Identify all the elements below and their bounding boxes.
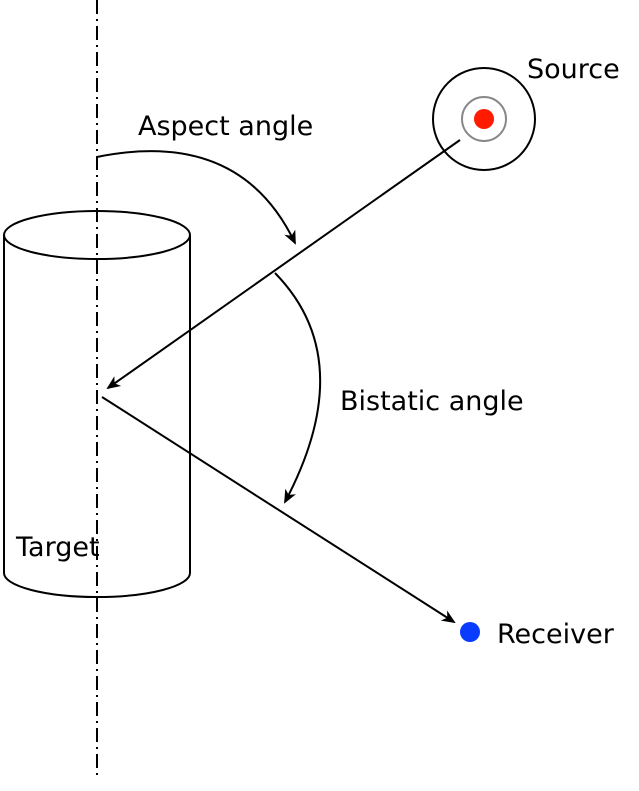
target-label: Target xyxy=(15,532,100,563)
source-dot xyxy=(474,109,494,129)
bistatic-angle-arc xyxy=(274,272,322,504)
target-cylinder xyxy=(3,210,191,598)
source-inner-ring xyxy=(461,96,507,142)
cylinder-bottom xyxy=(3,572,191,598)
aspect-angle-arc xyxy=(96,150,296,245)
source-outer-ring xyxy=(432,67,536,171)
scattered-ray xyxy=(101,396,456,624)
bistatic-angle-label: Bistatic angle xyxy=(340,386,524,417)
receiver-label: Receiver xyxy=(497,619,615,650)
receiver-dot xyxy=(460,622,480,642)
incident-ray xyxy=(106,139,461,390)
source-emitter xyxy=(432,67,536,171)
aspect-angle-label: Aspect angle xyxy=(138,111,313,142)
source-label: Source xyxy=(527,54,620,85)
